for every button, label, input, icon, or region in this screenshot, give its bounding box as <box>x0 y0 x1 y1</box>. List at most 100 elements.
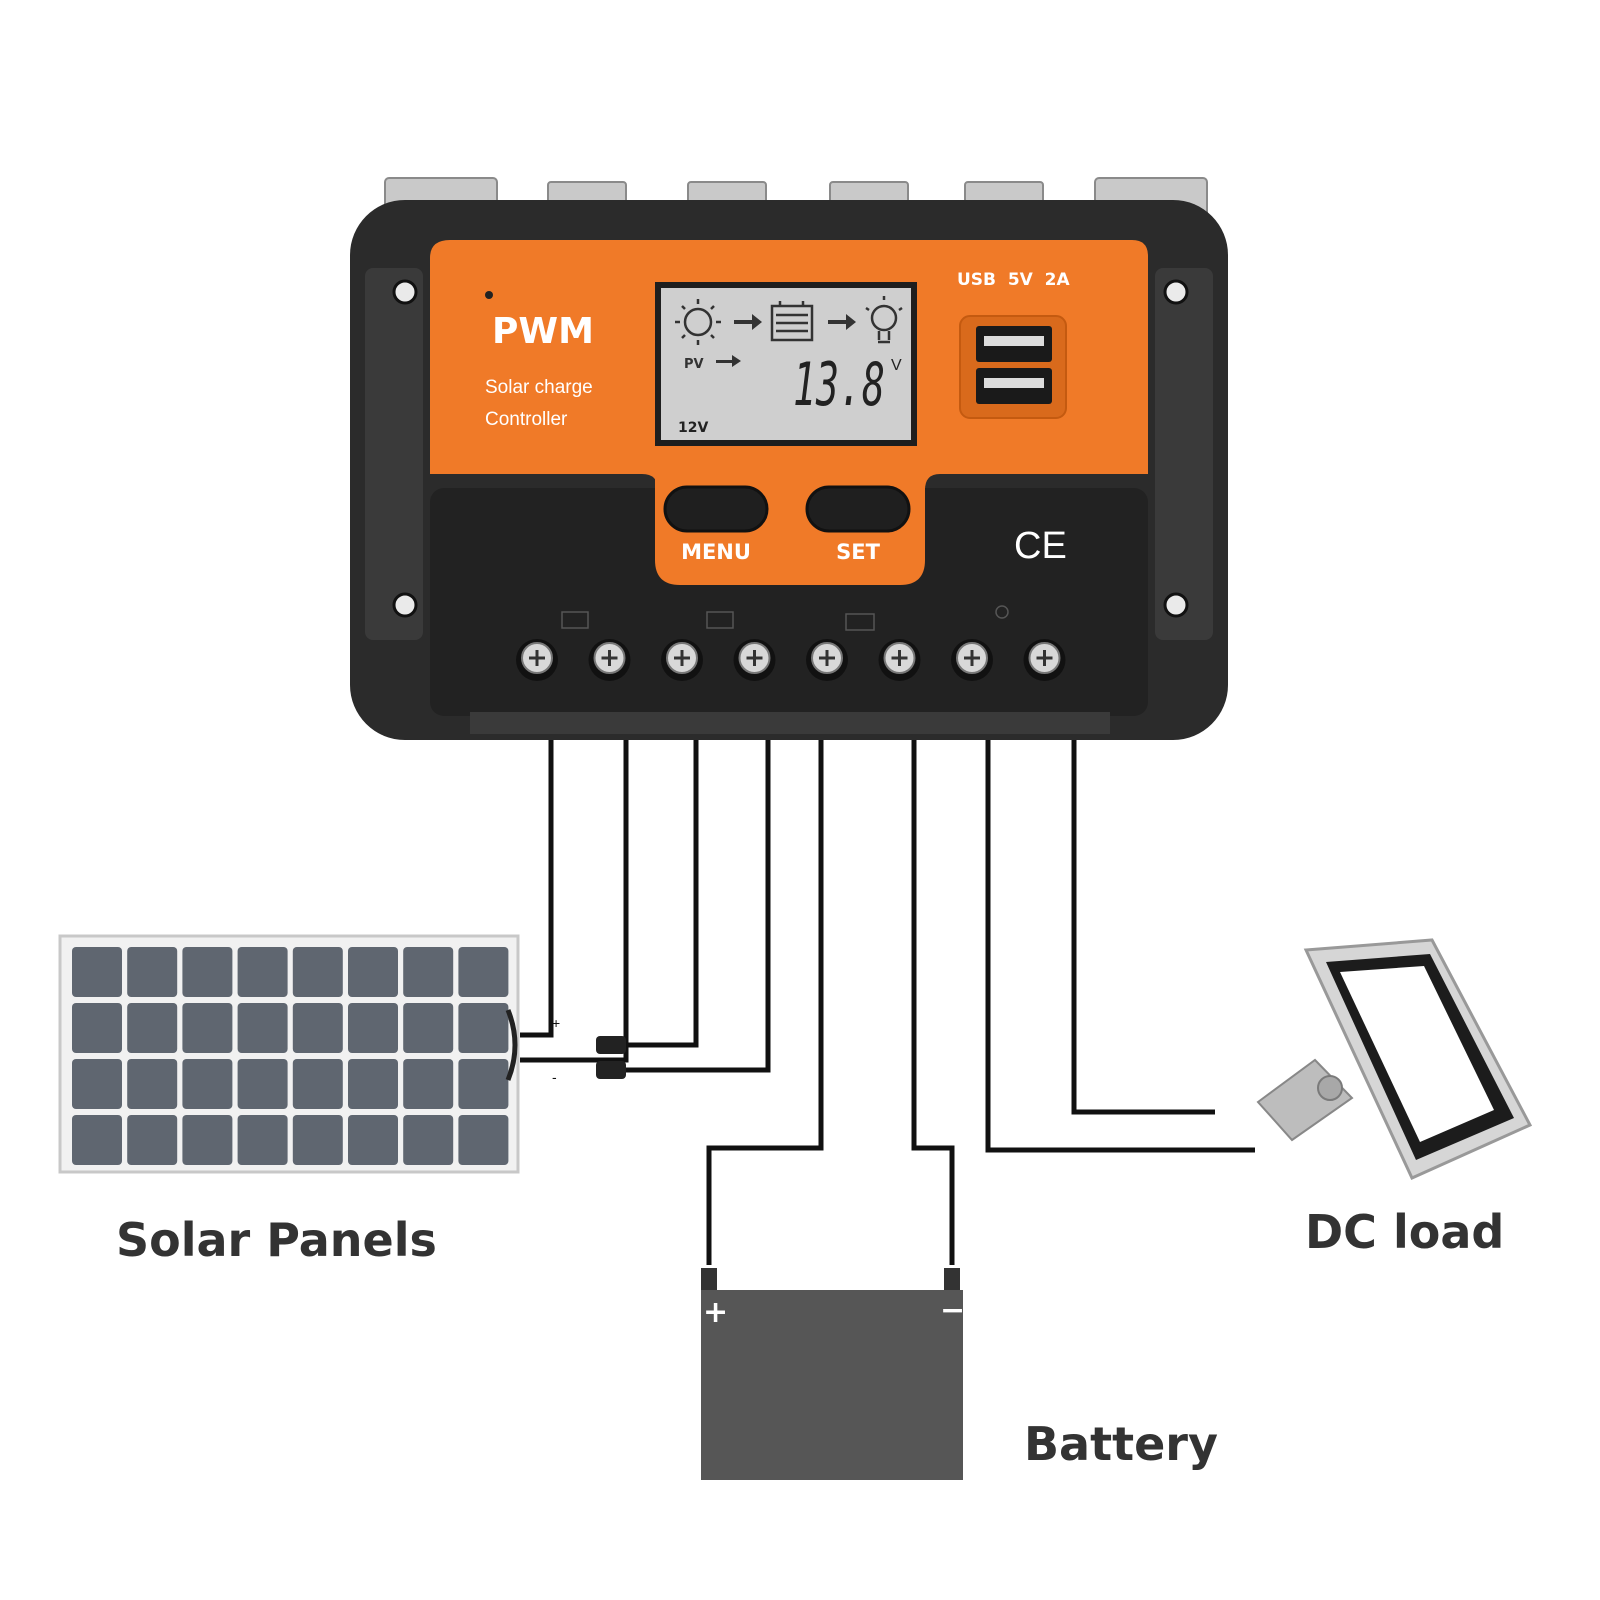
solar-cell <box>403 1003 454 1053</box>
solar-terminal-icon <box>706 611 734 629</box>
left-ear <box>365 268 423 640</box>
mount-hole-tl <box>392 279 418 305</box>
solar-wire-pos-2 <box>600 730 699 1048</box>
solar-cell <box>237 1115 288 1165</box>
terminal-screw <box>1023 639 1066 681</box>
junction-box <box>505 1009 518 1081</box>
solar-cell <box>292 1115 343 1165</box>
battery-wire-neg <box>911 730 955 1265</box>
battery-terminal-pos <box>701 1268 717 1290</box>
arrow-right-icon <box>734 314 762 330</box>
solar-cell <box>348 947 398 997</box>
brand-label: PWM <box>492 311 594 352</box>
solar-cell <box>127 1003 178 1053</box>
solar-cell <box>182 1115 233 1165</box>
right-ear <box>1155 268 1213 640</box>
solar-cell <box>458 1059 509 1109</box>
lcd-system-voltage: 12V <box>678 420 708 436</box>
solar-cell <box>292 1003 343 1053</box>
battery-terminal-neg <box>944 1268 960 1290</box>
solar-cell <box>72 947 122 997</box>
lcd-screen <box>661 288 911 440</box>
set-button[interactable] <box>805 485 911 533</box>
terminal-icons <box>561 605 1009 631</box>
panel-minus-mark: - <box>552 1069 557 1085</box>
ce-mark: CE <box>1014 525 1067 567</box>
battery-terminal-icon <box>845 613 875 631</box>
solar-cell <box>72 1003 122 1053</box>
status-led <box>485 291 493 299</box>
solar-cell <box>403 1115 454 1165</box>
floodlight-lens <box>1340 966 1494 1142</box>
solar-cell <box>458 1115 509 1165</box>
solar-cell <box>127 1115 178 1165</box>
solar-cell <box>182 1059 233 1109</box>
battery-plus-sign: + <box>703 1295 728 1330</box>
terminal-screw <box>516 639 558 681</box>
lcd-voltage-unit: V <box>891 357 902 374</box>
dc-load-label: DC load <box>1305 1205 1504 1259</box>
terminal-screw <box>878 639 921 681</box>
load-terminal-icon <box>995 605 1009 619</box>
mount-hole-bl <box>392 592 418 618</box>
panel-plus-mark: + <box>552 1015 560 1031</box>
solar-cell <box>458 947 509 997</box>
terminal-screw <box>733 639 776 681</box>
menu-button-label: MENU <box>681 540 751 564</box>
mc4-connector <box>596 1036 626 1054</box>
lcd-pv-label: PV <box>684 357 704 372</box>
bulb-icon <box>865 296 903 344</box>
solar-cell <box>237 947 288 997</box>
floodlight-bracket <box>1256 1058 1354 1142</box>
lcd-voltage: 13.8 <box>793 350 885 420</box>
mount-hole-tr <box>1163 279 1189 305</box>
floodlight-knob <box>1317 1075 1343 1101</box>
housing-base <box>470 712 1110 734</box>
solar-cell <box>292 947 343 997</box>
sun-icon <box>675 299 721 345</box>
terminal-screw <box>951 639 993 681</box>
solar-panel: + - <box>58 934 626 1174</box>
arrow-right-icon <box>828 314 856 330</box>
load-wire-pos <box>985 730 1255 1153</box>
load-wire-neg <box>1071 730 1215 1115</box>
solar-cell <box>127 947 178 997</box>
battery-label: Battery <box>1024 1417 1218 1471</box>
battery: + − <box>701 1268 965 1480</box>
solar-cell <box>348 1115 398 1165</box>
mc4-connector <box>596 1061 626 1079</box>
solar-wire-neg-1 <box>520 730 629 1063</box>
terminal-block <box>516 639 1066 681</box>
battery-minus-sign: − <box>940 1293 965 1328</box>
charge-controller: PWM Solar charge Controller <box>350 177 1228 740</box>
solar-cell <box>292 1059 343 1109</box>
floodlight <box>1256 938 1533 1180</box>
solar-cell <box>458 1003 509 1053</box>
solar-cell <box>72 1059 122 1109</box>
solar-cell <box>182 1003 233 1053</box>
solar-panels-label: Solar Panels <box>116 1213 437 1267</box>
mount-hole-br <box>1163 592 1189 618</box>
solar-cell <box>127 1059 178 1109</box>
solar-cell <box>182 947 233 997</box>
terminal-screw <box>661 639 703 681</box>
solar-cell <box>403 1059 454 1109</box>
solar-cell <box>237 1003 288 1053</box>
set-button-label: SET <box>836 540 880 564</box>
menu-button[interactable] <box>663 485 769 533</box>
battery-wire-pos <box>706 730 824 1265</box>
terminal-screw <box>588 639 631 681</box>
wires <box>520 730 1255 1265</box>
subtitle-line2: Controller <box>485 409 568 430</box>
terminal-screw <box>806 639 848 681</box>
solar-terminal-icon <box>561 611 589 629</box>
panel-cells <box>72 947 509 1165</box>
battery-body <box>701 1290 963 1480</box>
solar-cell <box>348 1003 398 1053</box>
solar-cell <box>72 1115 122 1165</box>
solar-wire-neg-2 <box>600 730 771 1073</box>
usb-port-bottom-tongue <box>984 378 1044 388</box>
solar-cell <box>348 1059 398 1109</box>
